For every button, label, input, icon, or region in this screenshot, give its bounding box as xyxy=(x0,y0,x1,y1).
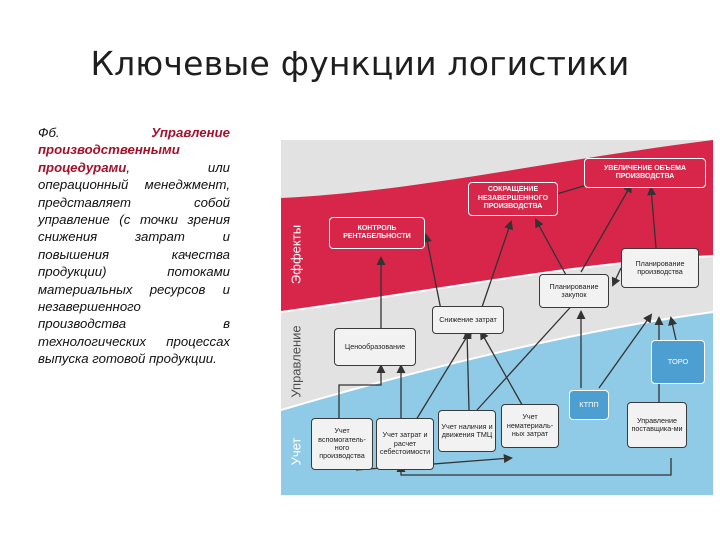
zone-label-accounting: Учет xyxy=(288,437,304,466)
paragraph-lead: Фб. xyxy=(38,125,60,140)
box-purchase-planning: Планирование закупок xyxy=(539,274,609,308)
arrow-ktpp-to-planning xyxy=(598,313,653,389)
arrow-toro-to-planning xyxy=(668,316,678,341)
box-profit-control: КОНТРОЛЬ РЕНТАБЕЛЬНОСТИ xyxy=(329,217,425,249)
box-production-planning: Планирование производства xyxy=(621,248,699,288)
paragraph-body: , или операционный менеджмент, представл… xyxy=(38,159,230,367)
arrow-purchase-to-volume xyxy=(580,183,632,273)
arrow-costred-to-wip xyxy=(480,220,513,311)
arrow-tmc-to-purchase xyxy=(476,298,579,411)
zone-label-effects: Эффекты xyxy=(288,224,304,285)
arrow-tmc-to-costred xyxy=(462,330,472,411)
box-reduce-wip: СОКРАЩЕНИЕ НЕЗАВЕРШЕННОГО ПРОИЗВОДСТВА xyxy=(468,182,558,216)
arrow-planning-to-volume xyxy=(647,186,657,249)
box-aux-accounting: Учет вспомогатель-ного производства xyxy=(311,418,373,470)
arrow-aux-to-pricing xyxy=(338,364,386,418)
arrow-supplier-to-cost xyxy=(396,458,672,476)
arrow-planning-to-purchase xyxy=(611,267,622,287)
arrow-purchase-to-wip xyxy=(535,218,567,276)
paragraph-heading: Управление производственными процедурами xyxy=(38,125,230,175)
slide-title: Ключевые функции логистики xyxy=(90,44,630,83)
description-paragraph: Фб. Управление производственными процеду… xyxy=(38,124,230,368)
arrow-intangible-to-costred xyxy=(480,330,526,411)
box-toro: ТОРО xyxy=(651,340,705,384)
box-ktpp: КТПП xyxy=(569,390,609,420)
box-cost-accounting: Учет затрат и расчет себестоимости xyxy=(376,418,434,470)
box-increase-volume: УВЕЛИЧЕНИЕ ОБЪЕМА ПРОИЗВОДСТВА xyxy=(584,158,706,188)
logistics-diagram: Эффекты Управление Учет УВЕЛИЧЕНИЕ ОБЪЕМ… xyxy=(281,140,713,495)
arrow-costred-to-profit xyxy=(422,233,442,311)
arrow-cost-to-costred xyxy=(415,328,473,421)
box-cost-reduction: Снижение затрат xyxy=(432,306,504,334)
box-supplier-management: Управление поставщика-ми xyxy=(627,402,687,448)
box-intangible-accounting: Учет нематериаль-ных затрат xyxy=(501,404,559,448)
box-tmc-accounting: Учет наличия и движения ТМЦ xyxy=(438,410,496,452)
box-pricing: Ценообразование xyxy=(334,328,416,366)
